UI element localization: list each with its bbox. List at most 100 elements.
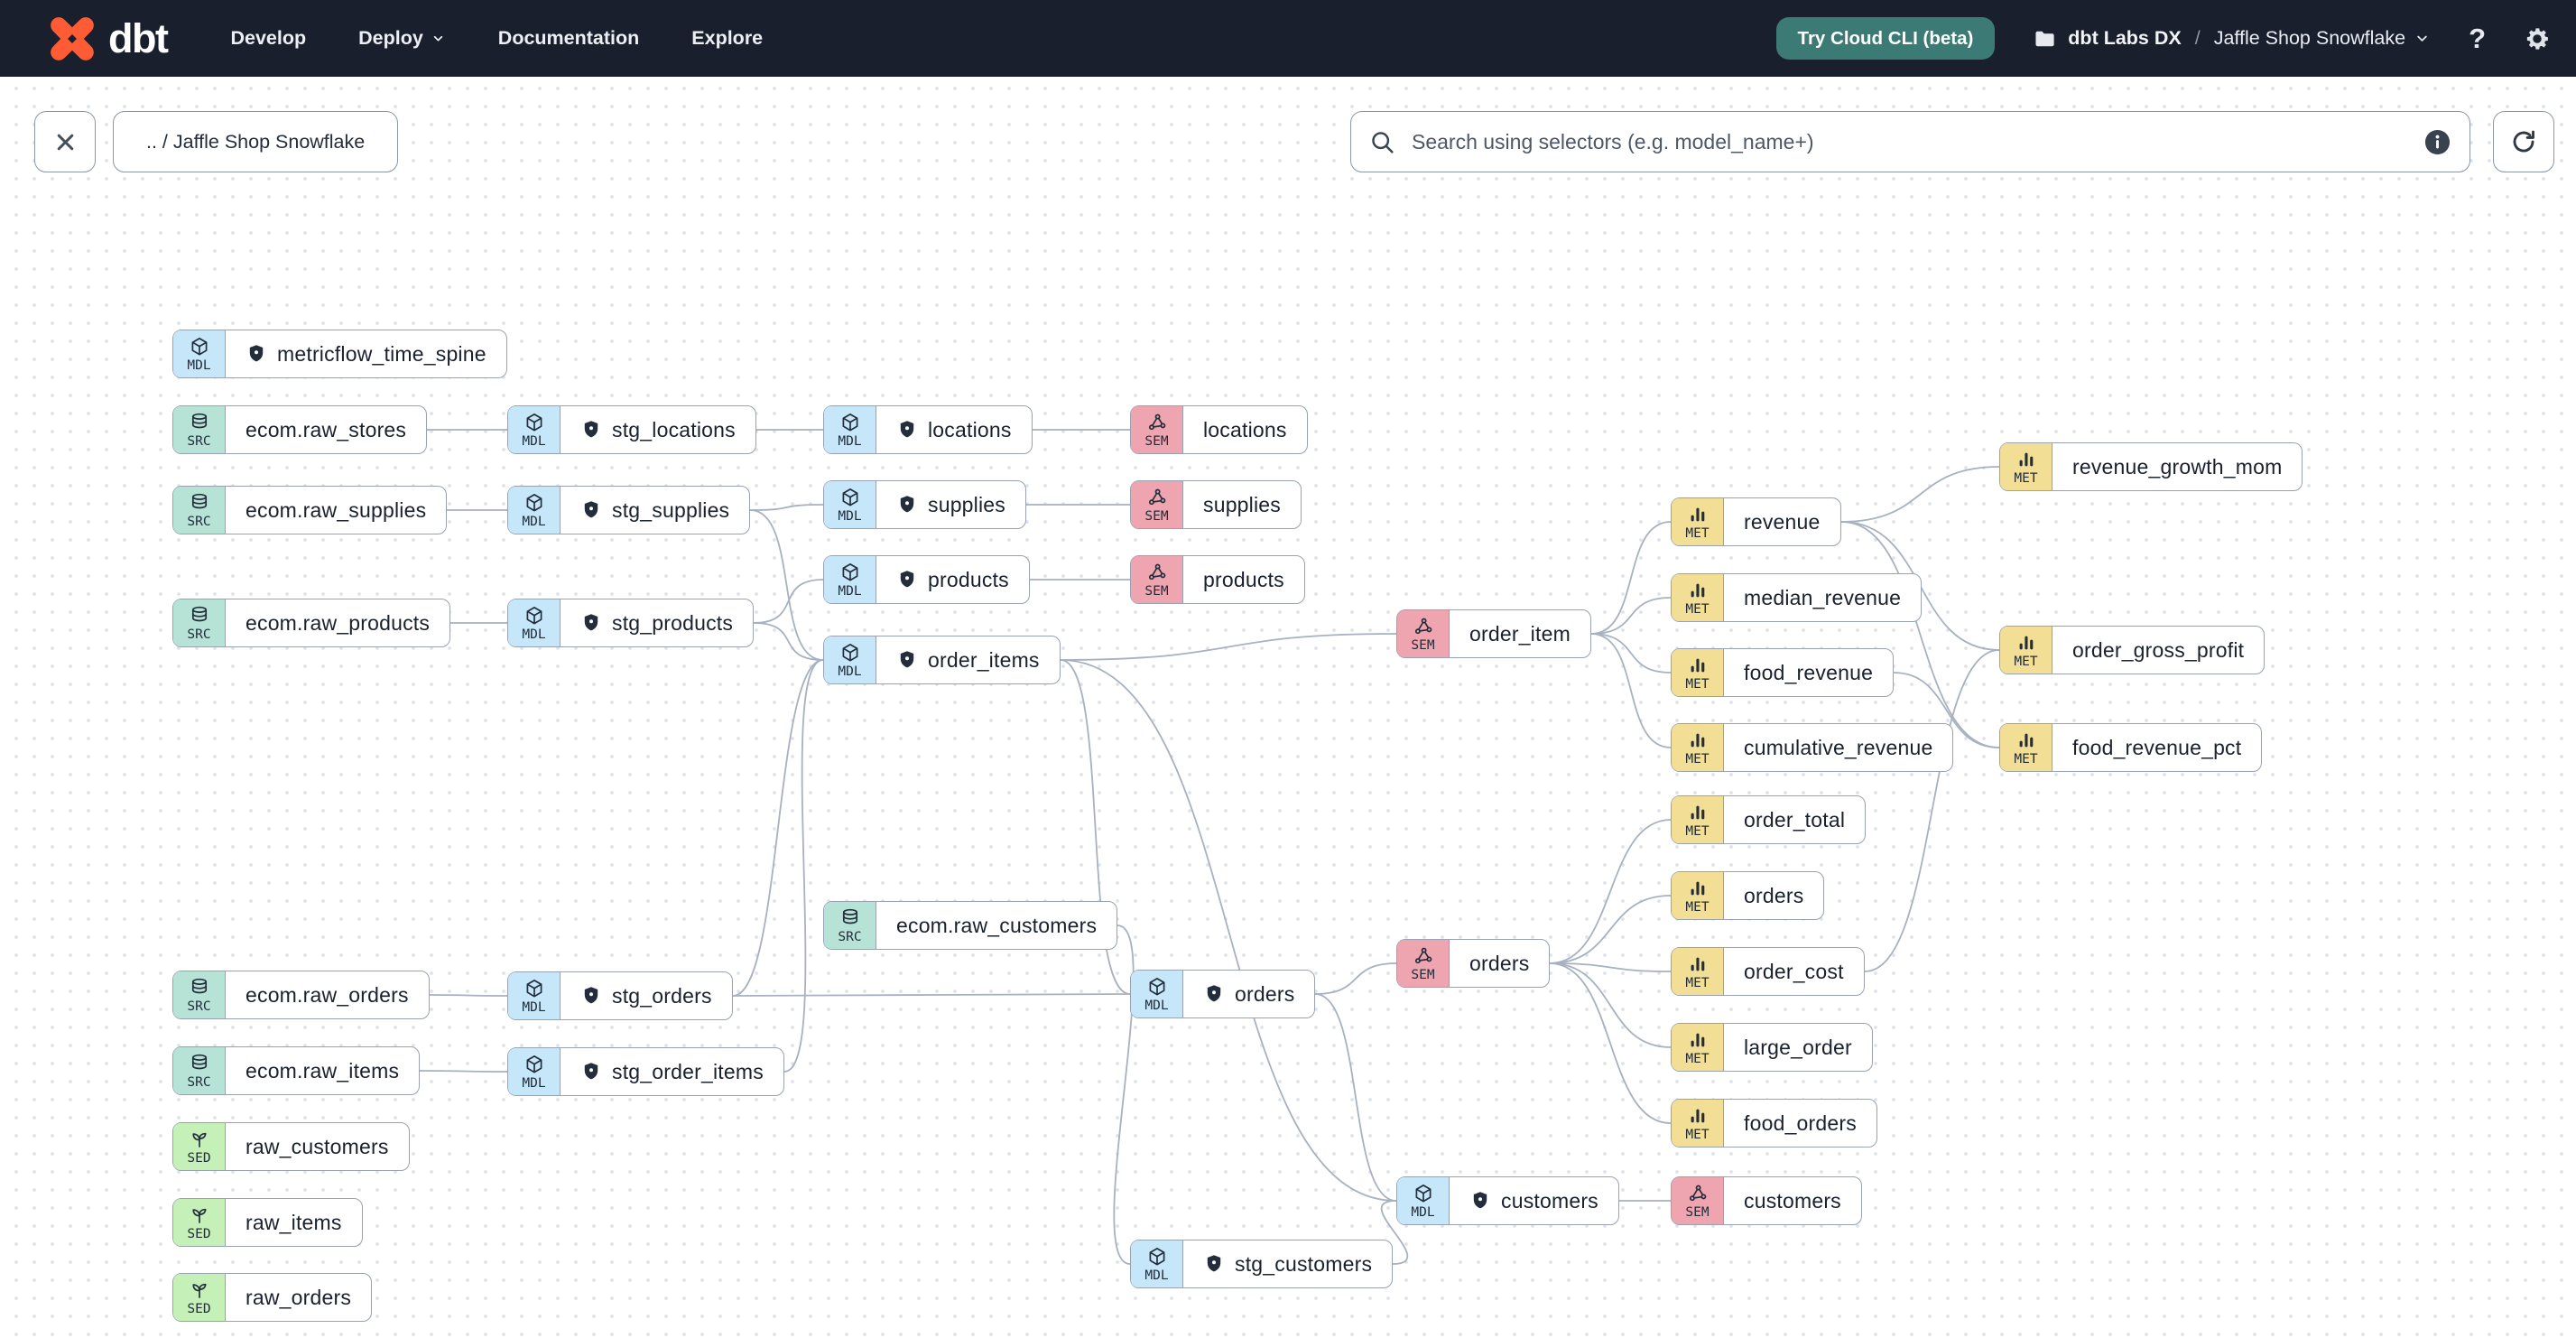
- lineage-breadcrumb[interactable]: .. / Jaffle Shop Snowflake: [113, 111, 399, 172]
- lineage-edge: [753, 622, 824, 661]
- nav-item-develop[interactable]: Develop: [230, 27, 306, 50]
- close-lineage-button[interactable]: [34, 111, 96, 172]
- node-label: order_items: [928, 647, 1040, 672]
- node-body: ecom.raw_customers: [876, 902, 1117, 949]
- node-type-tag: MET: [2014, 654, 2038, 669]
- metric-bars-icon: [1687, 504, 1709, 525]
- metric-bars-icon: [1687, 1105, 1709, 1127]
- node-type-tag: SED: [187, 1301, 211, 1316]
- dbt-logo-icon: [51, 16, 94, 60]
- seedling-icon: [189, 1129, 210, 1150]
- gear-icon[interactable]: [2524, 25, 2551, 52]
- lineage-edge: [749, 509, 824, 661]
- node-body: metricflow_time_spine: [226, 330, 506, 377]
- shield-icon: [580, 612, 602, 634]
- node-type-badge: MET: [2000, 724, 2052, 771]
- node-body: raw_customers: [226, 1123, 409, 1170]
- lineage-edge: [419, 1070, 508, 1073]
- node-body: order_items: [876, 636, 1060, 683]
- lineage-edge: [1864, 649, 2000, 972]
- node-label: large_order: [1744, 1035, 1852, 1059]
- node-body: order_item: [1450, 610, 1590, 657]
- node-label: stg_customers: [1235, 1251, 1373, 1276]
- nav-item-deploy[interactable]: Deploy: [358, 27, 446, 50]
- account-name[interactable]: dbt Labs DX: [2068, 27, 2182, 49]
- node-type-badge: MDL: [824, 481, 876, 528]
- help-icon[interactable]: ?: [2469, 23, 2486, 54]
- node-type-tag: SRC: [187, 1074, 211, 1090]
- node-body: products: [876, 556, 1029, 603]
- search-input[interactable]: [1410, 128, 2413, 155]
- node-label: stg_supplies: [612, 497, 730, 522]
- graph-node-src_raw_customers[interactable]: SRC ecom.raw_customers: [823, 901, 1118, 950]
- node-type-tag: MDL: [522, 627, 546, 642]
- node-label: locations: [928, 417, 1012, 441]
- selector-search[interactable]: [1350, 111, 2470, 172]
- semantic-graph-icon: [1146, 412, 1168, 433]
- nav-item-explore[interactable]: Explore: [691, 27, 763, 50]
- node-type-tag: SEM: [1685, 1204, 1710, 1220]
- try-cloud-cli-button[interactable]: Try Cloud CLI (beta): [1775, 17, 1996, 60]
- nav-item-documentation[interactable]: Documentation: [498, 27, 639, 50]
- info-icon[interactable]: [2423, 128, 2451, 156]
- node-type-badge: MET: [1672, 872, 1724, 919]
- node-type-tag: MDL: [1411, 1204, 1435, 1220]
- node-type-badge: SRC: [173, 599, 226, 646]
- node-label: ecom.raw_supplies: [246, 497, 427, 522]
- shield-icon: [896, 649, 918, 671]
- node-label: food_revenue_pct: [2072, 735, 2242, 759]
- node-type-badge: MDL: [508, 599, 561, 646]
- node-type-badge: MET: [1672, 649, 1724, 696]
- graph-node-met_food_revenue_pct[interactable]: MET food_revenue_pct: [1999, 723, 2263, 772]
- dbt-logo[interactable]: dbt: [49, 15, 169, 62]
- shield-icon: [580, 1061, 602, 1082]
- node-type-badge: SEM: [1672, 1177, 1724, 1224]
- shield-icon: [580, 419, 602, 441]
- metric-bars-icon: [1687, 655, 1709, 676]
- nav-item-label: Explore: [691, 27, 764, 49]
- refresh-lineage-button[interactable]: [2493, 111, 2554, 172]
- node-type-tag: SRC: [838, 929, 862, 944]
- project-selector[interactable]: Jaffle Shop Snowflake: [2214, 27, 2431, 50]
- node-label: order_item: [1469, 621, 1571, 646]
